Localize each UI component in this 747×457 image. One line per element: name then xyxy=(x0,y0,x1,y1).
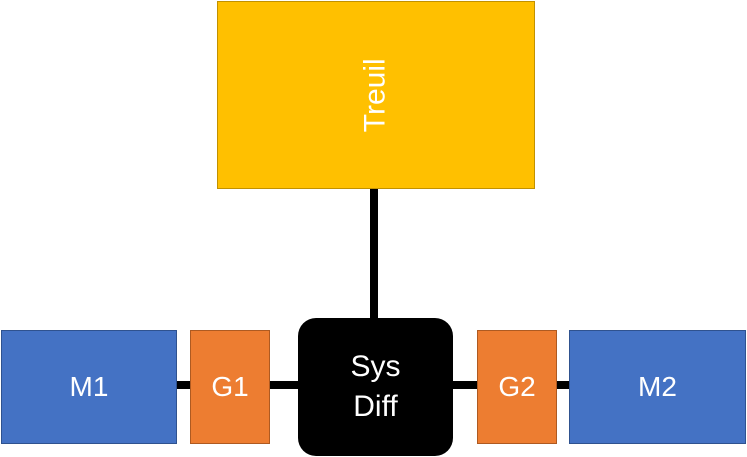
sys-diff-label-line1: Sys xyxy=(350,349,401,383)
sys-diff-label-line2: Diff xyxy=(353,390,398,423)
connector-sysdiff-g2 xyxy=(451,381,479,389)
g2-box: G2 xyxy=(477,330,557,444)
g2-label: G2 xyxy=(498,370,536,402)
connector-g1-sysdiff xyxy=(269,381,300,389)
connector-treuil-sysdiff xyxy=(370,189,378,319)
m2-label: M2 xyxy=(638,370,677,402)
treuil-box: Treuil xyxy=(217,1,535,189)
connector-m1-g1 xyxy=(164,381,192,389)
m2-box: M2 xyxy=(569,330,746,444)
g1-box: G1 xyxy=(190,330,270,444)
treuil-label: Treuil xyxy=(358,58,392,132)
sys-diff-box: Sys Diff xyxy=(298,318,453,456)
m1-box: M1 xyxy=(1,330,177,444)
m1-label: M1 xyxy=(69,370,109,402)
g1-label: G1 xyxy=(211,370,249,402)
